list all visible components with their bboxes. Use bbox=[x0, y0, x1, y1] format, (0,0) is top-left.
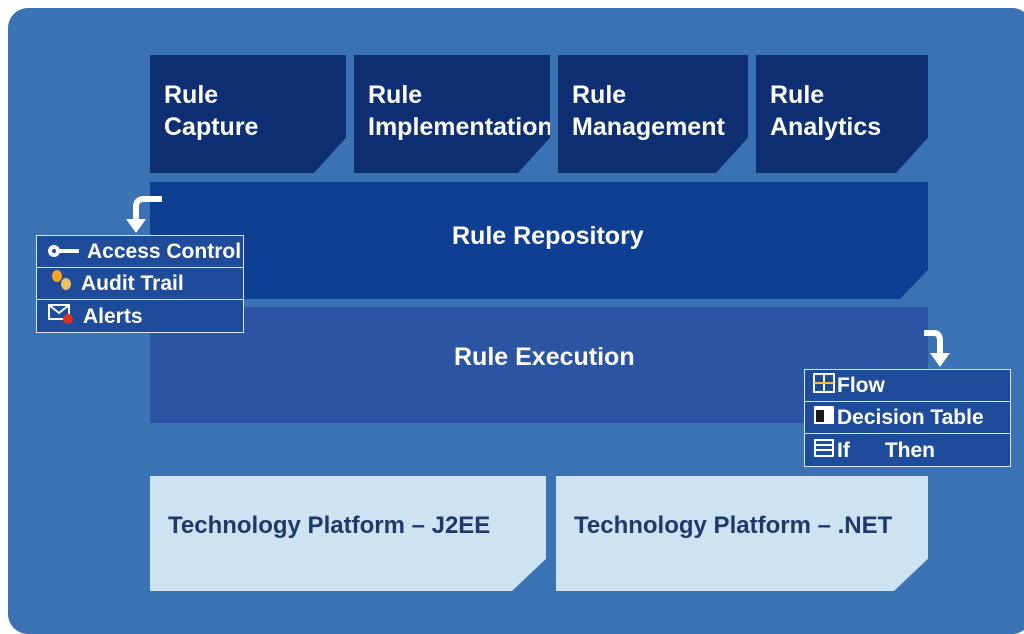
tile-line1: Rule bbox=[164, 81, 219, 109]
key-icon bbox=[47, 240, 81, 264]
rule-execution-band: Rule Execution bbox=[150, 307, 928, 423]
list-item-audit-trail: Audit Trail bbox=[37, 268, 243, 300]
tile-line1: Rule bbox=[368, 81, 423, 109]
list-item-if-then: If Then bbox=[805, 434, 1010, 467]
grid-icon bbox=[813, 372, 835, 399]
platform-dotnet-label: Technology Platform – .NET bbox=[574, 512, 893, 539]
table-icon bbox=[813, 405, 835, 431]
decision-table-label: Decision Table bbox=[837, 405, 984, 429]
rule-repository-band: Rule Repository bbox=[150, 182, 928, 299]
tile-rule-capture: Rule Capture bbox=[150, 55, 346, 173]
list-item-access-control: Access Control bbox=[37, 236, 243, 268]
list-item-decision-table: Decision Table bbox=[805, 402, 1010, 434]
curved-arrow-icon bbox=[924, 330, 950, 367]
curved-arrow-icon bbox=[126, 196, 162, 233]
rule-repository-label: Rule Repository bbox=[452, 222, 644, 250]
rule-execution-label: Rule Execution bbox=[454, 343, 635, 371]
document-icon bbox=[813, 438, 835, 464]
alerts-label: Alerts bbox=[83, 304, 143, 328]
if-then-label: If Then bbox=[837, 438, 935, 462]
tile-rule-analytics: Rule Analytics bbox=[756, 55, 928, 173]
flow-label: Flow bbox=[837, 373, 885, 397]
modeling-formats-box: Flow Decision Table If Then bbox=[804, 369, 1011, 467]
list-item-flow: Flow bbox=[805, 370, 1010, 402]
tile-line2: Implementation bbox=[368, 113, 553, 141]
tile-line2: Capture bbox=[164, 113, 259, 141]
tile-rule-implementation: Rule Implementation bbox=[354, 55, 550, 173]
tile-line2: Management bbox=[572, 113, 725, 141]
platform-j2ee: Technology Platform – J2EE bbox=[150, 476, 546, 591]
platform-dotnet: Technology Platform – .NET bbox=[556, 476, 928, 591]
list-item-alerts: Alerts bbox=[37, 300, 243, 333]
tile-rule-management: Rule Management bbox=[558, 55, 748, 173]
platform-j2ee-label: Technology Platform – J2EE bbox=[168, 512, 491, 539]
tile-line1: Rule bbox=[770, 81, 825, 109]
security-features-box: Access Control Audit Trail Alerts bbox=[36, 235, 244, 333]
envelope-alert-icon bbox=[47, 302, 77, 332]
tile-line1: Rule bbox=[572, 81, 627, 109]
footprints-icon bbox=[47, 269, 75, 299]
audit-trail-label: Audit Trail bbox=[81, 271, 184, 295]
tile-line2: Analytics bbox=[770, 113, 882, 141]
access-control-label: Access Control bbox=[87, 239, 242, 263]
